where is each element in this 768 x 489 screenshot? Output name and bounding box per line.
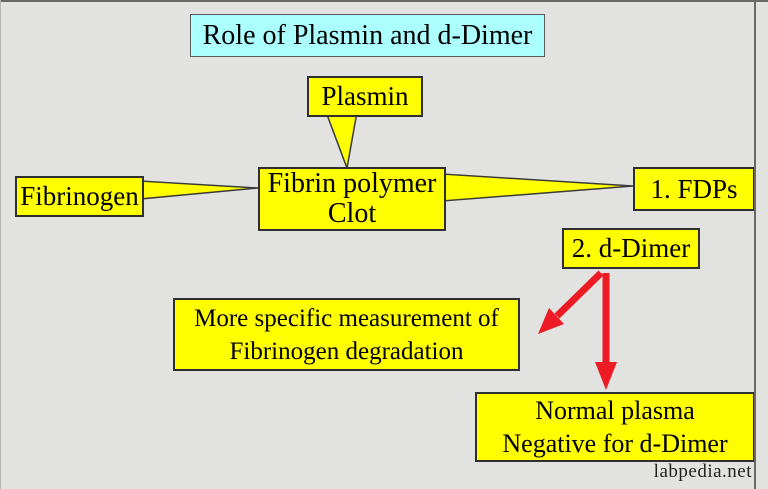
node-normal-plasma-line1: Normal plasma [535, 396, 695, 425]
node-fdps: 1. FDPs [633, 167, 755, 211]
watermark-text: labpedia.net [653, 461, 752, 482]
frame-left-line [0, 0, 1, 489]
title-box: Role of Plasmin and d-Dimer [190, 14, 545, 57]
node-plasmin-label: Plasmin [321, 81, 409, 111]
node-more-specific-line1: More specific measurement of [194, 304, 499, 332]
node-more-specific-line2: Fibrinogen degradation [229, 337, 464, 365]
node-fibrin-polymer-line2: Clot [327, 198, 377, 229]
node-plasmin: Plasmin [307, 76, 423, 117]
node-fibrinogen-label: Fibrinogen [20, 181, 139, 211]
node-fibrin-polymer: Fibrin polymer Clot [258, 167, 446, 231]
node-fdps-label: 1. FDPs [650, 173, 738, 204]
node-d-dimer: 2. d-Dimer [562, 228, 700, 269]
node-d-dimer-label: 2. d-Dimer [571, 233, 691, 263]
arrowhead-to-normal-plasma [595, 362, 617, 390]
node-normal-plasma-line2: Negative for d-Dimer [502, 429, 728, 458]
node-normal-plasma: Normal plasma Negative for d-Dimer [475, 392, 755, 462]
plasmin-callout-pointer [324, 111, 358, 171]
node-fibrin-polymer-line1: Fibrin polymer [267, 168, 437, 199]
frame-top-line [0, 0, 768, 2]
node-more-specific: More specific measurement of Fibrinogen … [173, 298, 520, 371]
fibrinogen-callout-pointer [139, 180, 259, 200]
arrowhead-to-more-specific [538, 308, 564, 334]
arrow-shaft-to-more-specific [554, 270, 604, 319]
node-fibrinogen: Fibrinogen [15, 176, 144, 217]
diagram-title: Role of Plasmin and d-Dimer [202, 19, 533, 51]
frame-right-line [754, 0, 756, 489]
fdps-callout-pointer [441, 173, 634, 202]
